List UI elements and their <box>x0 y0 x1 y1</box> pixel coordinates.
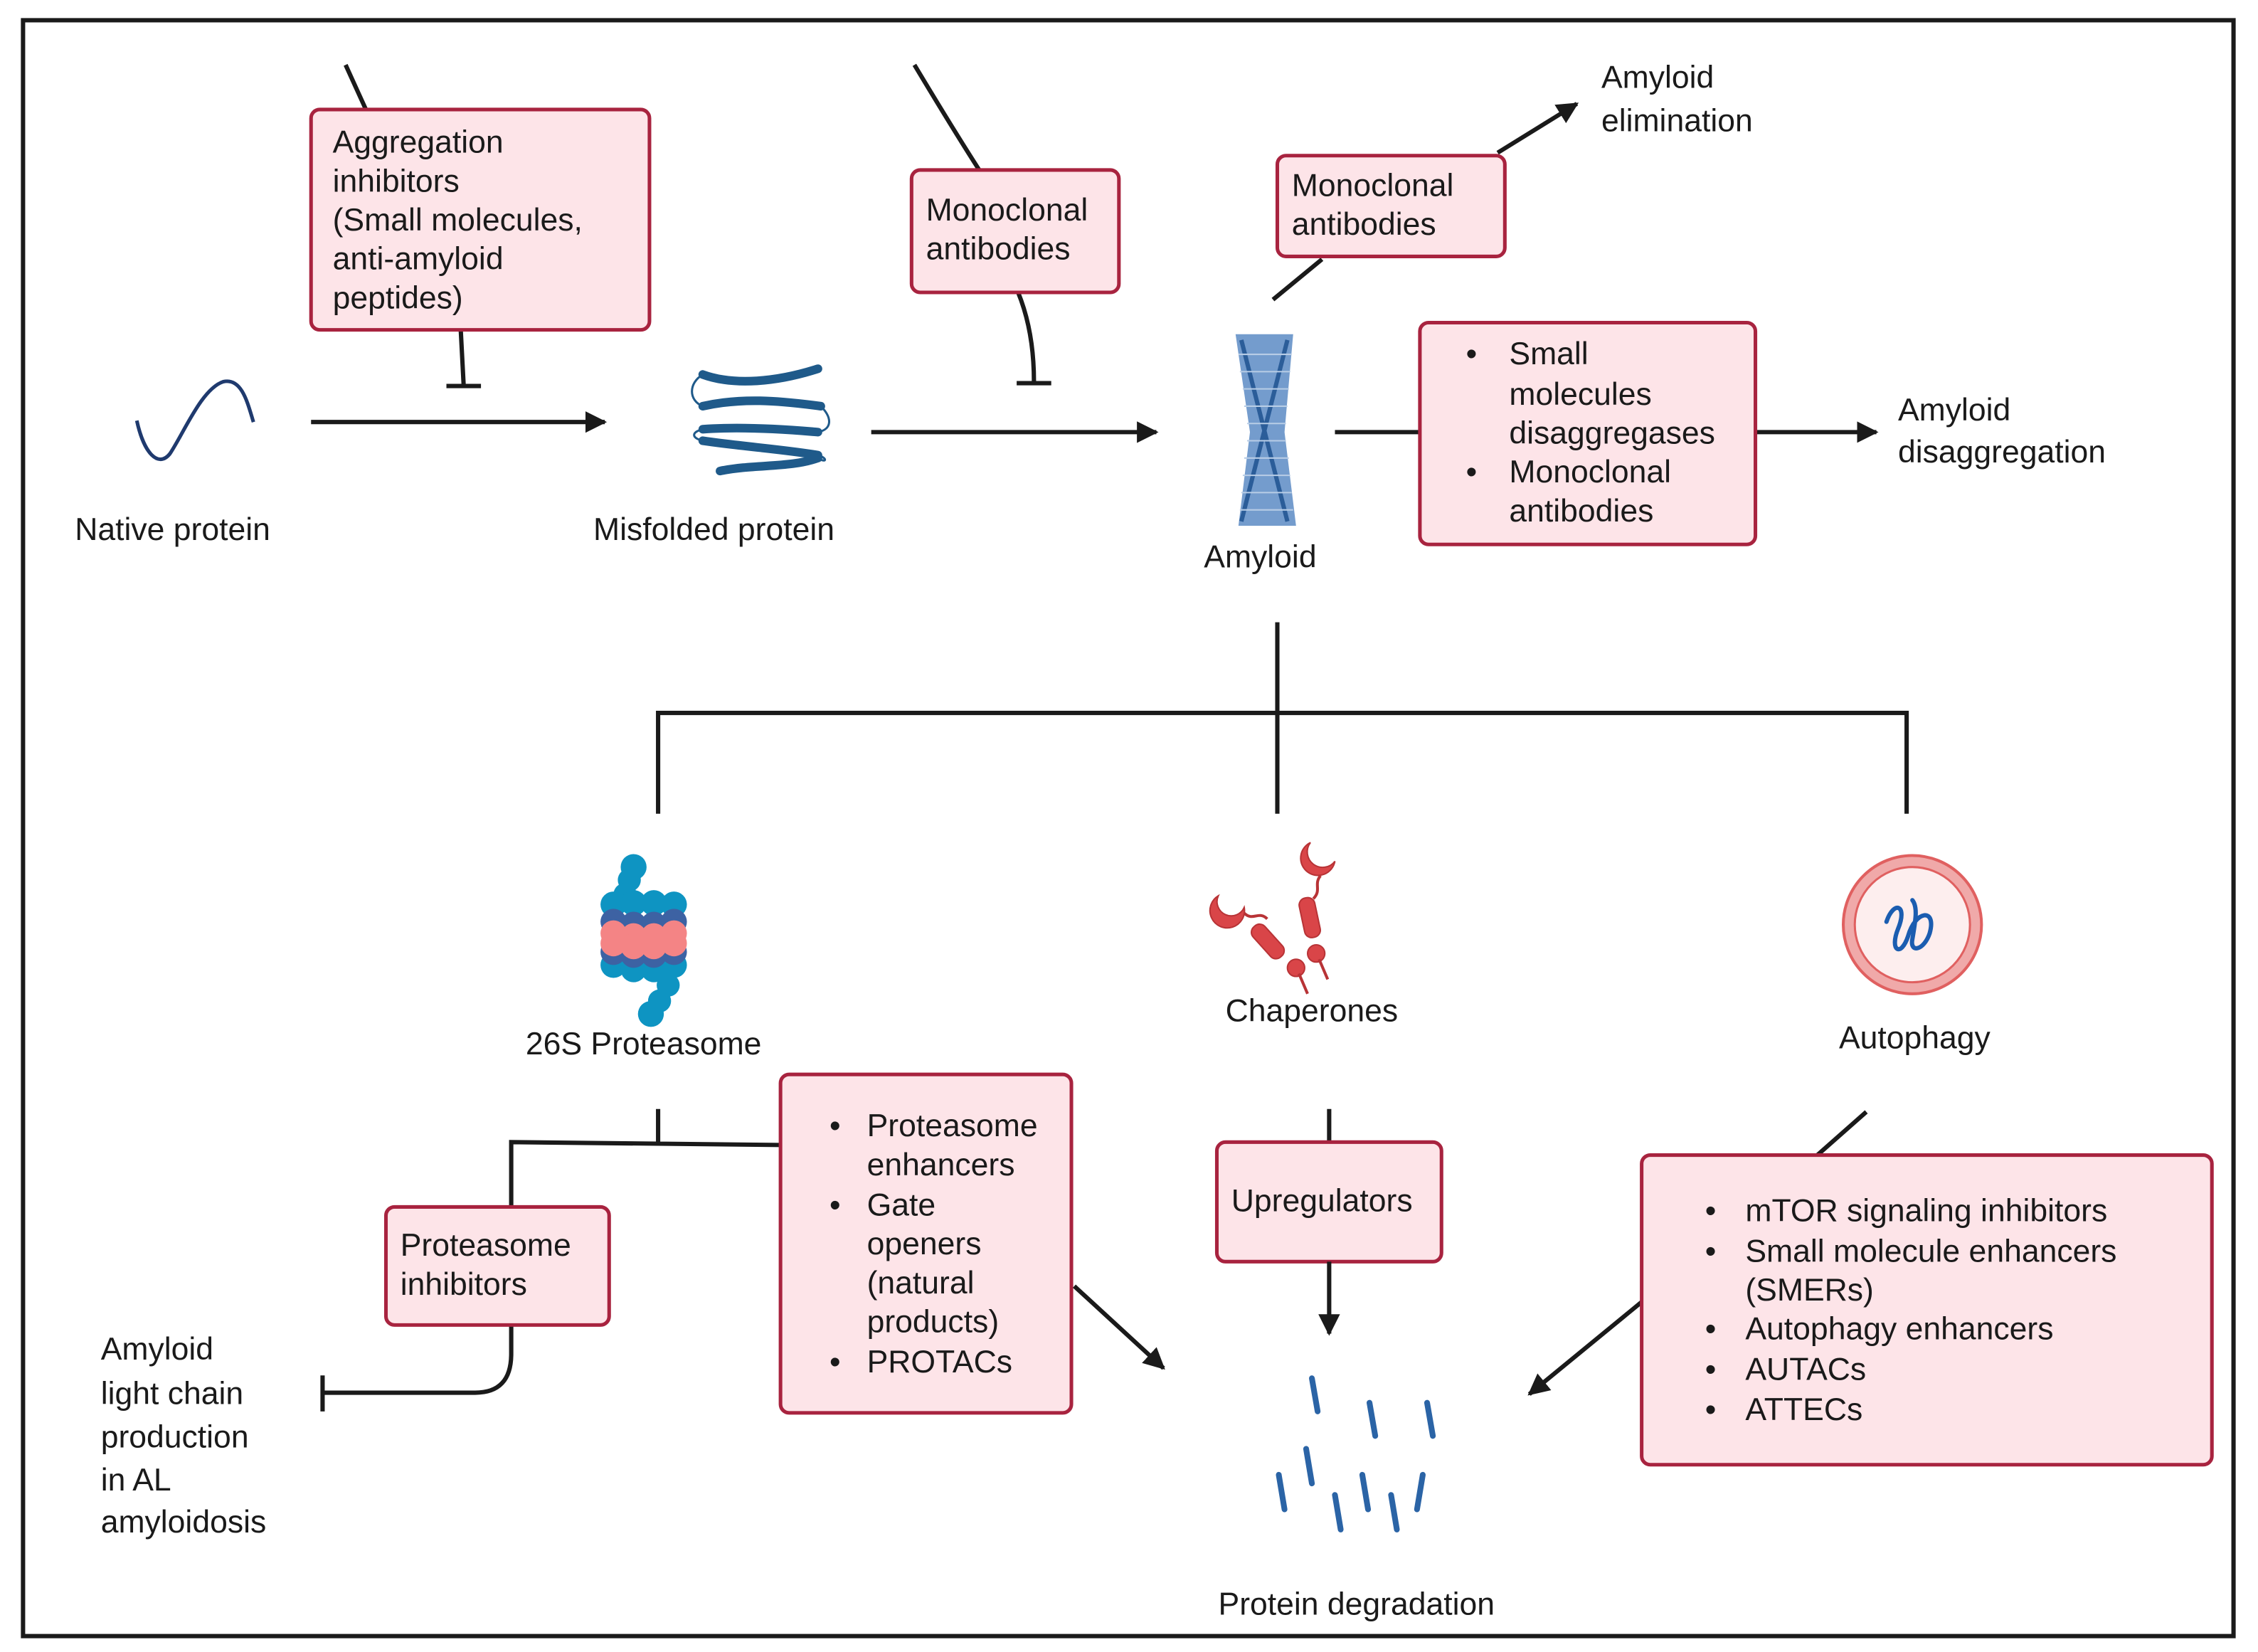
monoclonal-box-2-line-2: antibodies <box>1292 207 1436 242</box>
proteasome-enhancers-list: • Proteasome enhancers • Gate openers (n… <box>829 1108 1038 1380</box>
svg-text:openers: openers <box>867 1227 982 1261</box>
autophagy-enhancers-list: • mTOR signaling inhibitors • Small mole… <box>1705 1194 2117 1427</box>
svg-text:anti-amyloid: anti-amyloid <box>333 242 504 277</box>
svg-text:amyloidosis: amyloidosis <box>101 1505 267 1540</box>
amyloid-disaggregation-line-2: disaggregation <box>1898 435 2106 470</box>
disaggregation-box <box>1418 320 1758 546</box>
proteasome-icon <box>600 854 687 1027</box>
autophagy-enhancers-box <box>1640 1153 2214 1467</box>
svg-text:Proteasome: Proteasome <box>867 1108 1038 1143</box>
svg-text:antibodies: antibodies <box>1509 494 1653 529</box>
svg-text:Small molecule enhancers: Small molecule enhancers <box>1745 1234 2116 1269</box>
proteasome-branch-lines <box>509 1108 781 1207</box>
proteasome-inhibitor-line <box>322 1325 514 1395</box>
svg-text:Amyloid: Amyloid <box>101 1332 213 1367</box>
svg-text:mTOR signaling inhibitors: mTOR signaling inhibitors <box>1745 1194 2107 1229</box>
line-autophagy-to-box <box>1816 1110 1868 1157</box>
upregulators-label: Upregulators <box>1231 1183 1413 1218</box>
misfolded-protein-label: Misfolded protein <box>593 512 834 547</box>
amyloid-elimination-line-2: elimination <box>1601 103 1753 138</box>
proteasome-inhibitors-line-1: Proteasome <box>401 1228 571 1263</box>
svg-text:(Small molecules,: (Small molecules, <box>333 203 583 238</box>
svg-text:•: • <box>1705 1352 1717 1387</box>
svg-text:•: • <box>1705 1392 1717 1427</box>
misfolded-protein-icon <box>691 364 830 476</box>
svg-text:ATTECs: ATTECs <box>1745 1392 1862 1427</box>
svg-text:peptides): peptides) <box>333 280 463 315</box>
svg-text:•: • <box>829 1345 841 1380</box>
monoclonal-box-1-line-1: Monoclonal <box>926 193 1088 228</box>
monoclonal-box-2-line-1: Monoclonal <box>1292 168 1454 203</box>
proteasome-inhibitors-box <box>383 1204 611 1327</box>
monoclonal-antibodies-box-2 <box>1275 154 1507 258</box>
monoclonal-antibodies-box-1 <box>909 168 1121 295</box>
svg-text:(SMERs): (SMERs) <box>1745 1273 1874 1308</box>
arrow-enhancers-to-degradation <box>1073 1284 1165 1370</box>
svg-text:Monoclonal: Monoclonal <box>1509 455 1671 489</box>
svg-text:molecules: molecules <box>1509 377 1651 412</box>
autophagy-label: Autophagy <box>1839 1021 1991 1056</box>
al-amyloidosis-label: Amyloid light chain production in AL amy… <box>101 1332 267 1540</box>
svg-text:Gate: Gate <box>867 1188 936 1223</box>
line-amyloid-to-monoclonal-2 <box>1271 258 1324 302</box>
svg-text:Aggregation: Aggregation <box>333 125 504 160</box>
svg-text:in AL: in AL <box>101 1463 171 1498</box>
svg-text:•: • <box>1705 1312 1717 1347</box>
protein-fragments-icon <box>1276 1375 1436 1532</box>
chaperone-icon <box>1209 842 1336 995</box>
proteasome-label: 26S Proteasome <box>526 1027 762 1061</box>
aggregation-inhibitors-text: Aggregation inhibitors (Small molecules,… <box>333 125 583 316</box>
svg-text:•: • <box>1466 337 1478 371</box>
svg-text:(natural: (natural <box>867 1266 975 1301</box>
svg-text:•: • <box>1466 455 1478 489</box>
svg-text:•: • <box>1705 1194 1717 1229</box>
svg-text:enhancers: enhancers <box>867 1148 1015 1182</box>
chaperones-label: Chaperones <box>1226 993 1399 1028</box>
autophagy-icon <box>1841 854 1983 995</box>
svg-text:Small: Small <box>1509 337 1588 371</box>
amyloid-elimination-line-1: Amyloid <box>1601 60 1714 95</box>
monoclonal-box-1-line-2: antibodies <box>926 231 1071 266</box>
svg-text:•: • <box>1705 1234 1717 1269</box>
svg-text:•: • <box>829 1188 841 1223</box>
svg-text:inhibitors: inhibitors <box>333 164 460 198</box>
native-protein-icon <box>134 379 255 462</box>
monoclonal-inhibitor-line <box>912 63 1037 382</box>
amyloid-disaggregation-line-1: Amyloid <box>1898 393 2010 428</box>
proteasome-enhancers-box <box>778 1072 1074 1415</box>
proteasome-inhibitors-line-2: inhibitors <box>401 1267 527 1302</box>
native-protein-label: Native protein <box>75 512 270 547</box>
amyloid-label: Amyloid <box>1204 540 1316 575</box>
arrow-autophagy-to-degradation <box>1527 1300 1643 1396</box>
amyloid-fibril-icon <box>1235 334 1296 526</box>
svg-text:products): products) <box>867 1305 1000 1340</box>
disaggregation-list: • Small molecules disaggregases • Monocl… <box>1466 337 1715 529</box>
arrow-to-amyloid-elimination <box>1496 102 1579 155</box>
svg-text:production: production <box>101 1419 249 1454</box>
svg-text:disaggregases: disaggregases <box>1509 416 1715 451</box>
svg-text:•: • <box>829 1108 841 1143</box>
svg-text:AUTACs: AUTACs <box>1745 1352 1866 1387</box>
branch-tree <box>656 622 1909 814</box>
protein-degradation-label: Protein degradation <box>1219 1587 1495 1621</box>
aggregation-inhibitors-box <box>309 107 652 332</box>
svg-text:light chain: light chain <box>101 1377 243 1412</box>
svg-text:Autophagy enhancers: Autophagy enhancers <box>1745 1312 2053 1347</box>
svg-text:PROTACs: PROTACs <box>867 1345 1012 1380</box>
figure-border <box>21 18 2236 1638</box>
